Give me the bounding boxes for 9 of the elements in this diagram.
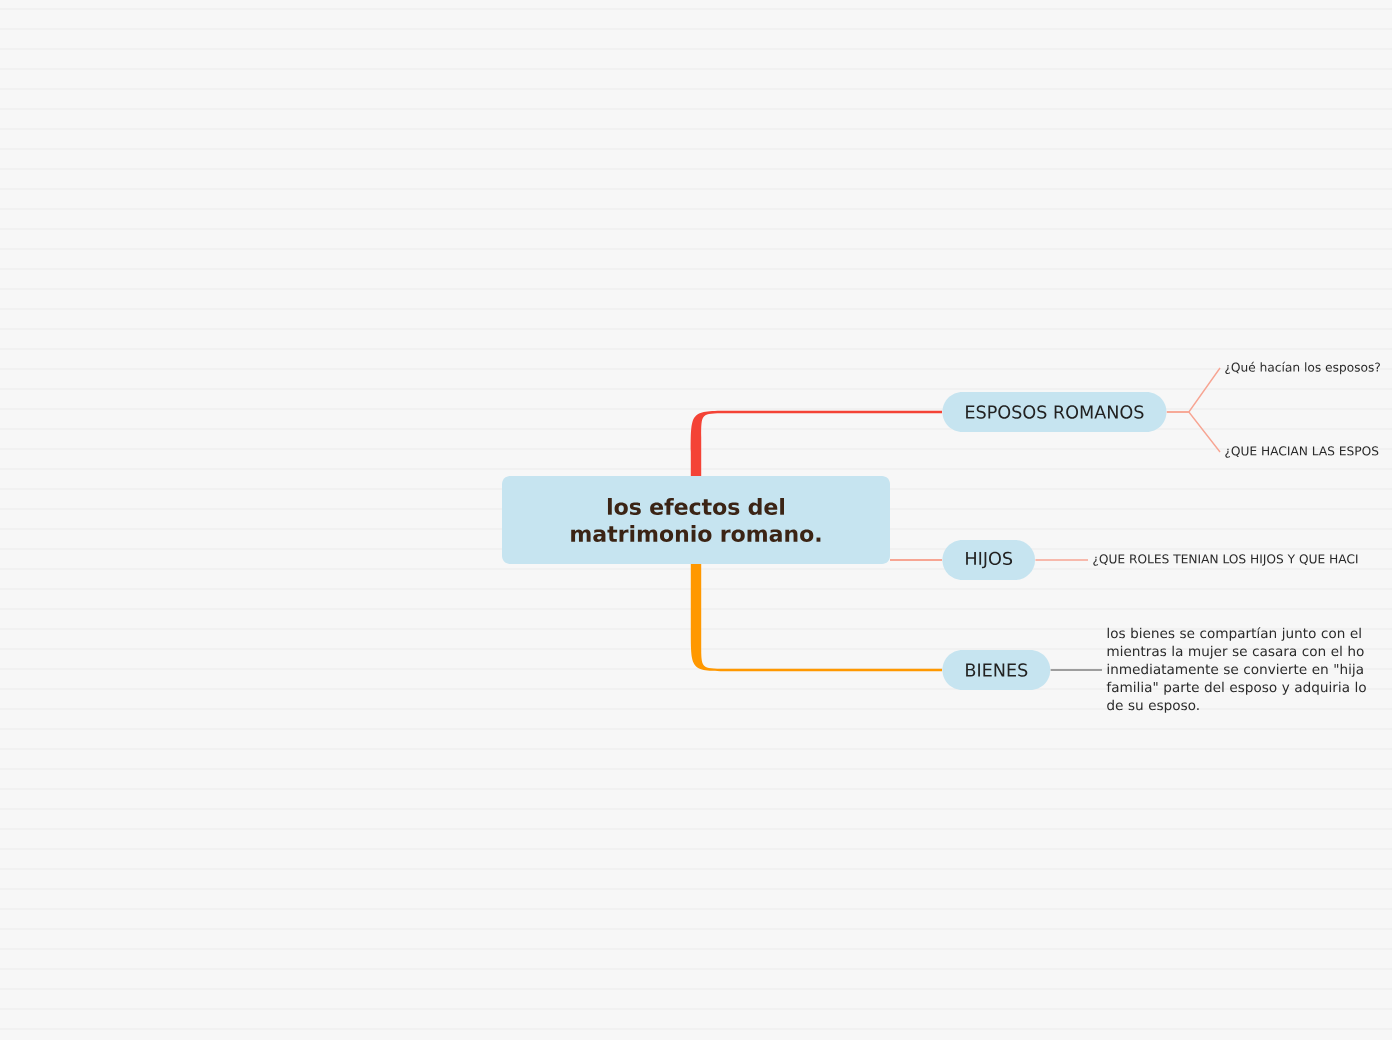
connector-line bbox=[690, 564, 942, 672]
connector-line bbox=[1034, 559, 1089, 561]
main-topic-box: los efectos del matrimonio romano. bbox=[502, 476, 890, 564]
connector-line bbox=[690, 410, 942, 476]
connector-line bbox=[889, 559, 943, 561]
branch-box: ESPOSOS ROMANOS bbox=[942, 392, 1167, 432]
connector-line bbox=[1049, 669, 1103, 671]
branch-box: BIENES bbox=[942, 650, 1051, 690]
connector-line bbox=[1166, 411, 1221, 453]
